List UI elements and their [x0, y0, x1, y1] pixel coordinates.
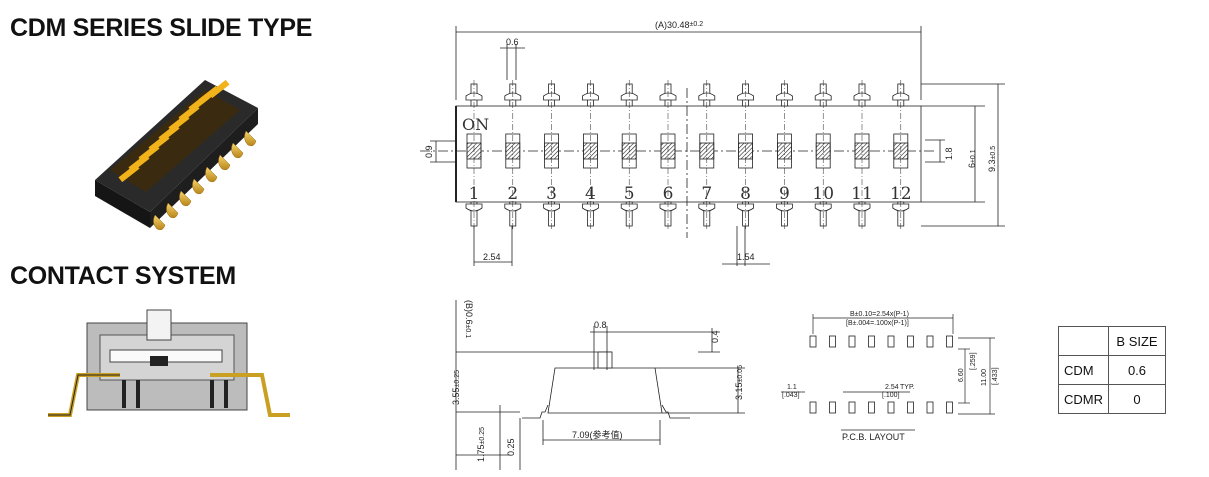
table-cell: 0.6 [1108, 355, 1166, 385]
pcb-pitch-typ: TYP. [900, 384, 915, 391]
pcb-span-in: [.433] [992, 367, 999, 385]
dim-pitch: 2.54 [483, 252, 501, 262]
switch-number: 1 [469, 184, 480, 204]
pcb-span: 11.00 [981, 369, 988, 386]
switch-number: 6 [663, 184, 674, 204]
switch-number: 12 [890, 184, 912, 204]
pcb-pad [946, 335, 953, 348]
dip-switch [465, 80, 483, 230]
dim-body: 6±0.1 [967, 149, 977, 168]
b-size-table: B SIZE CDM 0.6 CDMR 0 [1058, 326, 1166, 414]
pcb-pad [829, 335, 836, 348]
switch-number: 4 [585, 184, 596, 204]
pcb-pad [848, 401, 856, 414]
dip-switch [853, 80, 871, 230]
top-view-drawing [420, 26, 1005, 266]
switch-array [465, 80, 910, 230]
pcb-pad [809, 401, 817, 414]
dip-switch [737, 80, 754, 230]
switch-number: 9 [779, 184, 790, 204]
pcb-pad [868, 401, 875, 414]
table-row: CDMR 0 [1058, 384, 1166, 414]
dim-lead-width: 0.6 [506, 37, 519, 47]
dip-switch [698, 80, 716, 230]
table-cell: CDMR [1058, 384, 1109, 414]
dim-actuator-left: 0.9 [424, 145, 434, 158]
pcb-pitch: 2.54 [885, 384, 899, 391]
pcb-pad [946, 401, 953, 414]
on-label: ON [462, 115, 489, 134]
pcb-pad [926, 401, 934, 414]
switch-number: 3 [546, 184, 557, 204]
pcb-formula-2: [B±.004=.100x(P-1)] [846, 320, 909, 327]
pcb-pad [907, 335, 914, 348]
pcb-caption: P.C.B. LAYOUT [842, 432, 905, 442]
pcb-formula-1: B±0.10=2.54x(P-1) [850, 311, 909, 318]
dim-lead: 0.25 [506, 438, 516, 456]
pcb-row: 6.60 [958, 368, 965, 382]
pcb-pad [887, 401, 895, 414]
dip-switch [543, 80, 560, 230]
dip-switch [659, 80, 677, 230]
dim-b: (B)0.6±0.1 [464, 300, 474, 338]
side-view-drawing [455, 300, 745, 470]
dim-actuator: 1.8 [944, 147, 954, 160]
pcb-pitch-in: [.100] [882, 392, 900, 399]
table-row: B SIZE [1058, 326, 1166, 356]
contact-system-drawing [48, 309, 290, 417]
pcb-dimension-lines [781, 314, 995, 431]
dim-overall: (A)30.48±0.2 [655, 20, 703, 30]
dip-switch [620, 80, 638, 230]
dip-switch [776, 80, 793, 230]
dim-h3: 1.75±0.25 [476, 427, 486, 462]
dim-height: 9.3±0.5 [987, 146, 997, 172]
table-cell: 0 [1108, 384, 1166, 414]
series-title: CDM SERIES SLIDE TYPE [10, 14, 313, 42]
pcb-row-in: [.259] [970, 352, 977, 370]
table-cell: CDM [1058, 355, 1109, 385]
contact-system-title: CONTACT SYSTEM [10, 262, 236, 290]
dim-h1: 3.55±0.25 [451, 370, 461, 405]
pcb-pad [887, 335, 895, 348]
pcb-pads [809, 335, 953, 414]
product-photo [95, 79, 258, 231]
table-cell [1058, 326, 1109, 356]
switch-number: 7 [701, 184, 712, 204]
pcb-pad [907, 401, 914, 414]
dim-top: 0.4 [710, 330, 720, 343]
pcb-pad [926, 335, 934, 348]
switch-number: 11 [851, 184, 873, 204]
pcb-pad [809, 335, 817, 348]
switch-number: 5 [624, 184, 635, 204]
pcb-pad [868, 335, 875, 348]
pcb-pad [829, 401, 836, 414]
switch-number: 8 [740, 184, 751, 204]
table-row: CDM 0.6 [1058, 355, 1166, 385]
switch-number: 10 [812, 184, 834, 204]
dim-length: 7.09(参考值) [572, 429, 623, 440]
dim-knob: 0.8 [594, 320, 607, 330]
dip-switch [504, 80, 522, 230]
pcb-pad [848, 335, 856, 348]
dip-switch [582, 80, 599, 230]
dim-pitch-2: 1.54 [737, 252, 755, 262]
dim-h2: 3.15±0.05 [734, 365, 744, 400]
pcb-pad-in: [.043] [782, 392, 800, 399]
switch-number: 2 [507, 184, 518, 204]
dip-switch [814, 80, 832, 230]
table-header-b-size: B SIZE [1108, 326, 1166, 356]
dip-switch [892, 80, 910, 230]
pcb-pad: 1.1 [787, 384, 797, 391]
